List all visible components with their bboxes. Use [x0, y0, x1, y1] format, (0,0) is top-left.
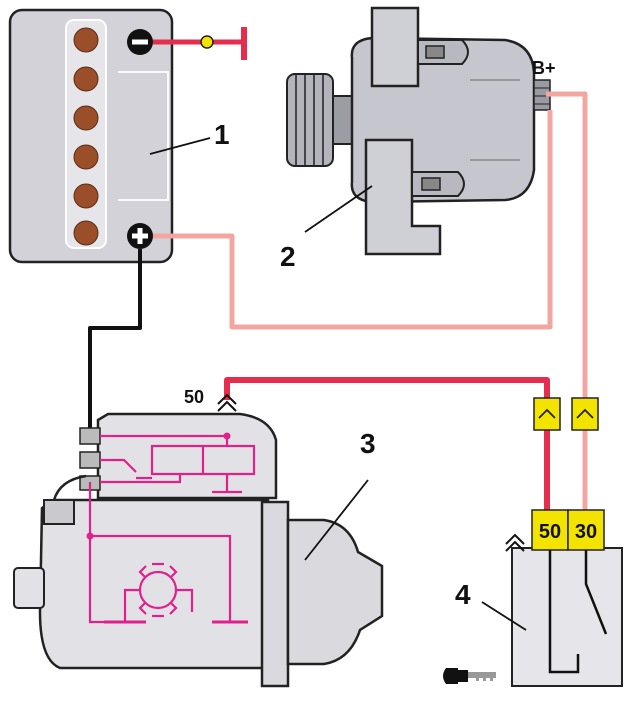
starter-internal-circuit [88, 434, 256, 624]
switch-terminal-30-label: 30 [575, 521, 597, 543]
battery-cell [73, 220, 99, 246]
starter-b-terminal [79, 427, 101, 445]
starter-solenoid [96, 412, 278, 500]
switch-contacts [548, 550, 608, 674]
alternator-to-switch-30-wire [546, 91, 588, 510]
battery-cell [73, 66, 99, 92]
battery [8, 8, 174, 264]
alternator-upper-bolt [425, 45, 445, 59]
alternator-upper-bracket [370, 6, 420, 88]
key-icon [443, 668, 496, 684]
alternator-lower-bolt [421, 177, 441, 191]
callout-starter: 3 [360, 428, 376, 459]
circuit-node [86, 532, 94, 540]
alternator-pulley [286, 73, 356, 167]
starter-end-bushing [13, 567, 45, 609]
callout-leaders [149, 137, 527, 631]
starter-drive-housing [286, 518, 384, 666]
battery-cell [73, 27, 99, 53]
starter-terminal-label: 50 [184, 387, 204, 407]
battery-cell [73, 144, 99, 170]
starter-m-terminal [79, 451, 101, 469]
callout-alternator: 2 [280, 241, 296, 272]
connector-main-wire [571, 397, 599, 431]
battery-to-alternator-wire [153, 110, 553, 330]
switch-50-connector-icon [505, 533, 525, 552]
starter-motor-link [52, 474, 87, 501]
callout-battery: 1 [214, 119, 230, 150]
circuit-node [223, 432, 231, 440]
callout-ignition-switch: 4 [455, 579, 471, 610]
connector-start-wire [533, 397, 561, 431]
switch-terminal-50-label: 50 [539, 521, 561, 543]
starter-50-connector-icon [217, 393, 237, 412]
battery-cell [73, 105, 99, 131]
ground-point [200, 35, 214, 49]
battery-to-starter-cable [88, 249, 142, 432]
ignition-switch: 50 30 [443, 509, 623, 687]
starter-terminal-block [43, 499, 75, 525]
minus-icon [127, 29, 153, 55]
battery-cell-strip [65, 19, 107, 249]
plus-icon [127, 223, 153, 249]
battery-cell [73, 183, 99, 209]
switch-terminal-50 [531, 509, 569, 551]
battery-cells [73, 27, 99, 246]
negative-ground-lead [153, 27, 247, 60]
starter-motor-body [38, 498, 270, 670]
alternator: B+ [286, 6, 556, 256]
starter-flange [260, 500, 290, 688]
start-signal-wire [224, 377, 550, 510]
alternator-lower-bracket [364, 138, 442, 256]
alternator-terminal-label: B+ [532, 58, 556, 78]
starter [13, 412, 384, 688]
alternator-b-plus-stud [533, 79, 551, 111]
battery-recess [118, 71, 169, 201]
wiring [88, 91, 599, 510]
ignition-switch-body [511, 547, 623, 687]
